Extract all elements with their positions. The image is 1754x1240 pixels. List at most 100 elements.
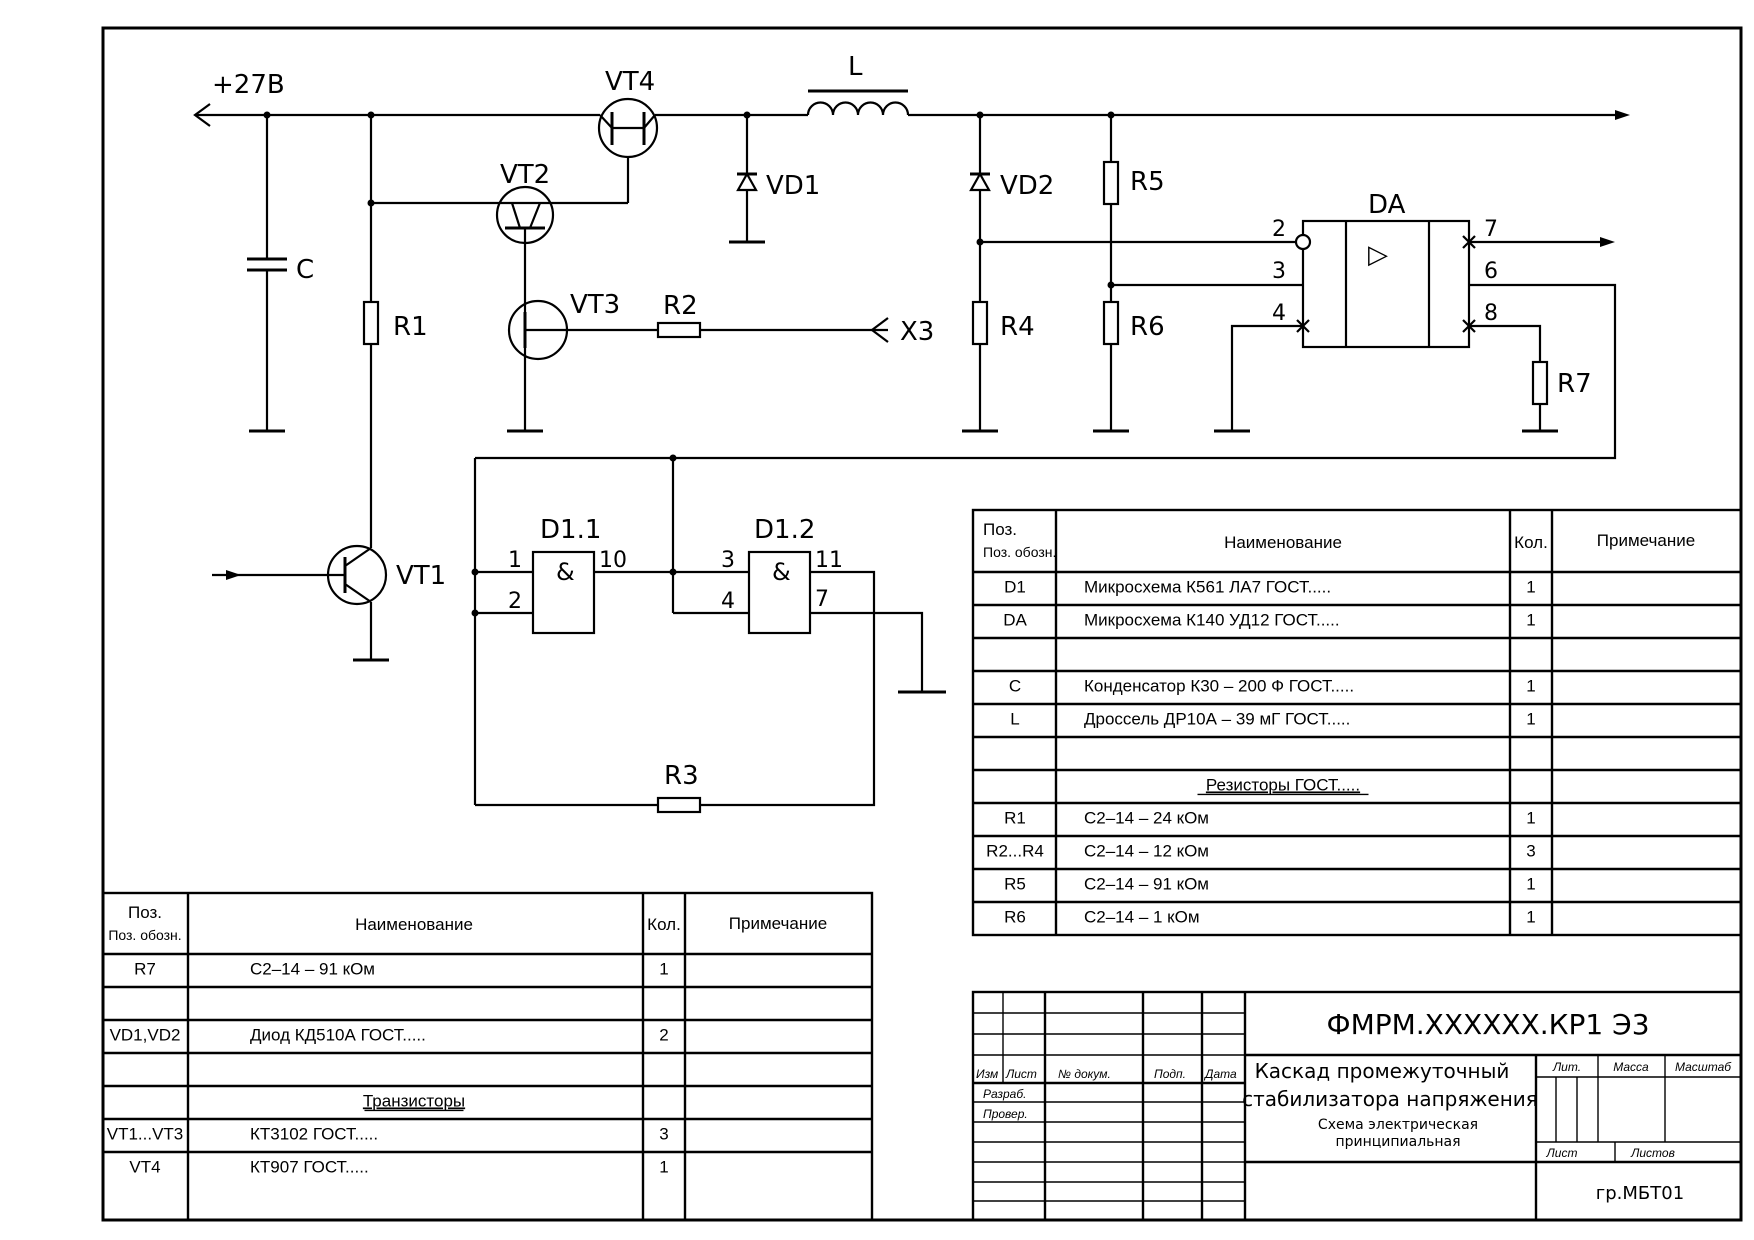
label-r3: R3 bbox=[664, 761, 699, 791]
rp-cell-name: Дроссель ДР10А – 39 мГ ГОСТ..... bbox=[1084, 709, 1350, 728]
label-r7: R7 bbox=[1557, 369, 1592, 399]
label-vt3: VT3 bbox=[570, 290, 620, 320]
rp-hdr-note: Примечание bbox=[1597, 531, 1695, 550]
rp-cell-qty: 1 bbox=[1526, 676, 1535, 695]
label-r5: R5 bbox=[1130, 167, 1165, 197]
label-d11: D1.1 bbox=[540, 515, 601, 545]
lp-table-row: Транзисторы bbox=[103, 1091, 872, 1121]
rp-cell-name: С2–14 – 91 кОм bbox=[1084, 874, 1209, 893]
lp-cell-name: Транзисторы bbox=[363, 1091, 465, 1110]
d12-pin-3: 3 bbox=[721, 548, 735, 573]
tb-col-izm: Изм bbox=[976, 1067, 998, 1081]
rp-cell-pos: D1 bbox=[1004, 577, 1026, 596]
rp-cell-qty: 3 bbox=[1526, 841, 1535, 860]
d12-symbol: & bbox=[772, 558, 791, 586]
lp-cell-name: КТ907 ГОСТ..... bbox=[250, 1157, 369, 1176]
label-c: C bbox=[296, 255, 314, 285]
label-vd1: VD1 bbox=[766, 171, 820, 201]
parts-list-left: Поз. Поз. обозн. Наименование Кол. Приме… bbox=[101, 891, 874, 1222]
tb-group: гр.МБТ01 bbox=[1596, 1183, 1684, 1204]
diode-vd2: VD2 bbox=[969, 111, 1054, 302]
label-d12: D1.2 bbox=[754, 515, 815, 545]
inductor-l: L bbox=[806, 52, 910, 116]
lp-cell-pos: VT4 bbox=[129, 1157, 160, 1176]
rp-cell-name: Конденсатор К30 – 200 Ф ГОСТ..... bbox=[1084, 676, 1354, 695]
supply-label: +27В bbox=[212, 70, 285, 100]
da-symbol: ▷ bbox=[1368, 240, 1388, 270]
rp-cell-name: Микросхема К561 ЛА7 ГОСТ..... bbox=[1084, 577, 1331, 596]
rp-cell-pos: DA bbox=[1003, 610, 1027, 629]
lp-hdr-pos-1: Поз. bbox=[128, 903, 162, 922]
lp-cell-name: КТ3102 ГОСТ..... bbox=[250, 1124, 378, 1143]
tb-doc-code: ФМРМ.XXXXXX.КР1 Э3 bbox=[1326, 1008, 1649, 1041]
label-l: L bbox=[848, 52, 863, 82]
diode-vd1: VD1 bbox=[729, 111, 820, 244]
label-da: DA bbox=[1368, 190, 1406, 220]
rp-cell-name: С2–14 – 1 кОм bbox=[1084, 907, 1200, 926]
rp-hdr-pos: Поз. обозн. bbox=[983, 544, 1056, 560]
rp-hdr-qty: Кол. bbox=[1514, 533, 1548, 552]
tb-col-docnum: № докум. bbox=[1058, 1067, 1111, 1081]
lp-table-row: VT4 КТ907 ГОСТ..... 1 bbox=[129, 1157, 668, 1176]
opamp-da: ▷ DA 2 3 4 7 6 8 bbox=[475, 190, 1617, 460]
rp-hdr-name: Наименование bbox=[1224, 533, 1342, 552]
rp-cell-qty: 1 bbox=[1526, 709, 1535, 728]
lp-cell-pos: R7 bbox=[134, 959, 156, 978]
tb-sheets: Листов bbox=[1630, 1146, 1675, 1160]
capacitor-c: C bbox=[247, 111, 314, 433]
rp-cell-qty: 1 bbox=[1526, 907, 1535, 926]
d11-pin-2: 2 bbox=[508, 589, 522, 614]
transistor-vt1: VT1 bbox=[212, 540, 446, 662]
parts-list-right: Поз. Поз. обозн. Наименование Кол. Приме… bbox=[971, 508, 1743, 937]
rp-table-row: Резисторы ГОСТ..... bbox=[973, 775, 1741, 805]
tb-sheet: Лист bbox=[1546, 1146, 1578, 1160]
tb-title-line2: стабилизатора напряжения bbox=[1242, 1087, 1538, 1111]
lp-hdr-note: Примечание bbox=[729, 914, 827, 933]
lp-cell-qty: 2 bbox=[659, 1025, 668, 1044]
rp-cell-name: С2–14 – 24 кОм bbox=[1084, 808, 1209, 827]
logic-section: & D1.1 1 2 10 & D1.2 3 4 11 7 R3 bbox=[471, 454, 946, 814]
resistor-r4: R4 bbox=[962, 300, 1035, 433]
lp-cell-pos: VT1...VT3 bbox=[107, 1124, 184, 1143]
rp-cell-pos: R2...R4 bbox=[986, 841, 1044, 860]
label-vt1: VT1 bbox=[396, 561, 446, 591]
da-pin-7: 7 bbox=[1484, 217, 1498, 242]
rp-hdr-pos-1: Поз. bbox=[983, 520, 1017, 539]
d11-pin-1: 1 bbox=[508, 548, 522, 573]
resistor-r5: R5 bbox=[1102, 111, 1165, 302]
rp-cell-pos: R1 bbox=[1004, 808, 1026, 827]
tb-mass: Масса bbox=[1613, 1060, 1649, 1074]
label-vd2: VD2 bbox=[1000, 171, 1054, 201]
transistor-vt4: VT4 bbox=[597, 67, 659, 203]
d11-symbol: & bbox=[556, 558, 575, 586]
lp-hdr-pos: Поз. обозн. bbox=[108, 927, 181, 943]
tb-col-date: Дата bbox=[1203, 1067, 1237, 1081]
lp-cell-qty: 1 bbox=[659, 1157, 668, 1176]
rp-cell-pos: R5 bbox=[1004, 874, 1026, 893]
rp-cell-name: Резисторы ГОСТ..... bbox=[1206, 775, 1360, 794]
title-block: Изм Лист № докум. Подп. Дата Разраб. Про… bbox=[971, 990, 1743, 1222]
rp-cell-qty: 1 bbox=[1526, 610, 1535, 629]
da-pin-3: 3 bbox=[1272, 259, 1286, 284]
lp-cell-name: С2–14 – 91 кОм bbox=[250, 959, 375, 978]
d11-pin-10: 10 bbox=[599, 548, 627, 573]
label-vt4: VT4 bbox=[605, 67, 655, 97]
d12-pin-11: 11 bbox=[815, 548, 843, 573]
rp-cell-pos: R6 bbox=[1004, 907, 1026, 926]
label-r4: R4 bbox=[1000, 312, 1035, 342]
resistor-r1: R1 bbox=[362, 111, 428, 540]
transistor-vt2: VT2 bbox=[371, 160, 628, 300]
da-pin-2: 2 bbox=[1272, 217, 1286, 242]
tb-subtitle-line1: Схема электрическая bbox=[1318, 1117, 1478, 1133]
lp-hdr-name: Наименование bbox=[355, 915, 473, 934]
da-pin-4: 4 bbox=[1272, 301, 1286, 326]
